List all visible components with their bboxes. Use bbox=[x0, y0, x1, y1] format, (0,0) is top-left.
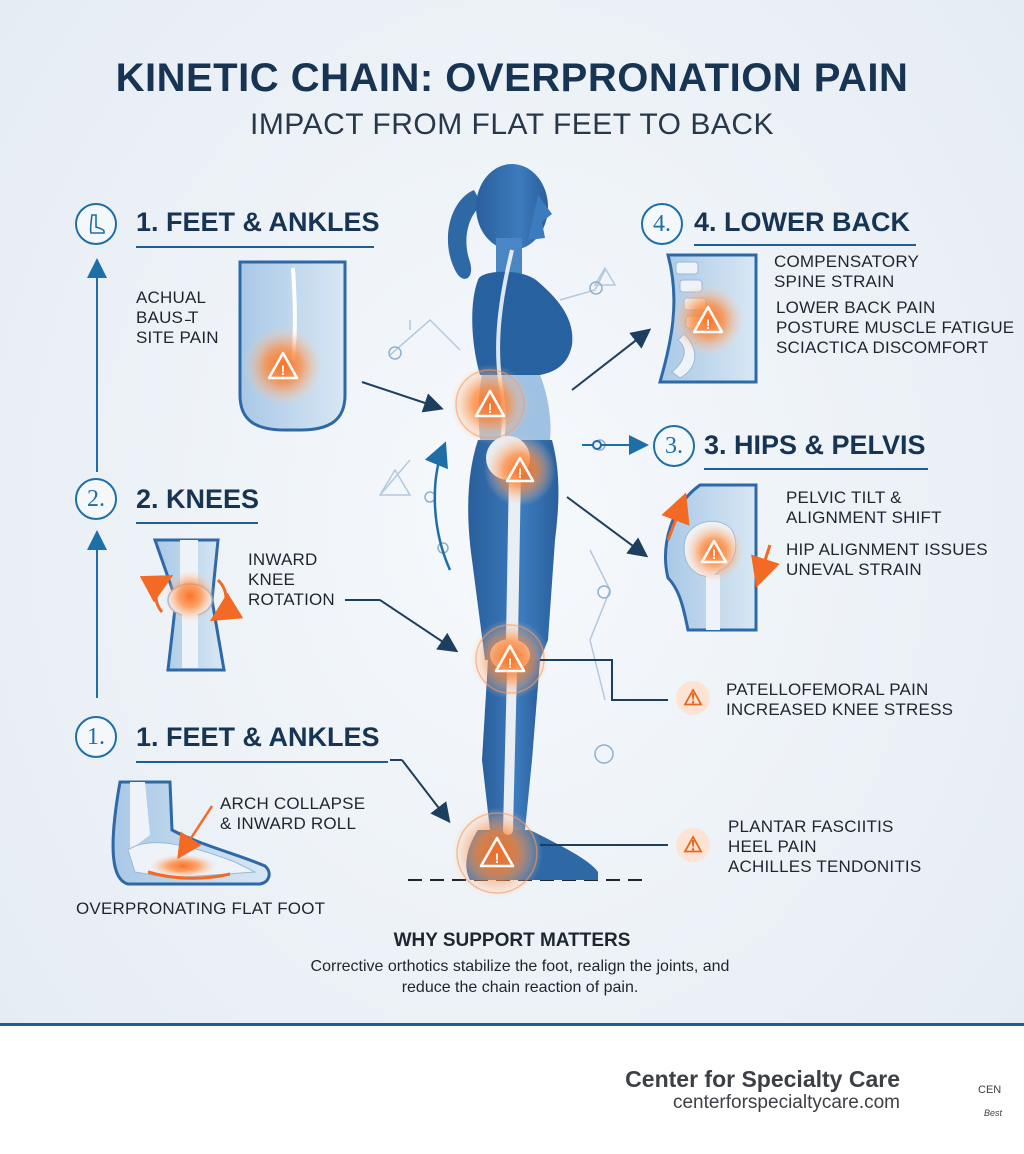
knee-illustration bbox=[139, 538, 244, 672]
flat-foot-illustration bbox=[111, 780, 271, 886]
step-badge-4: 4. bbox=[641, 203, 683, 245]
lower-back-symptoms: LOWER BACK PAIN POSTURE MUSCLE FATIGUE S… bbox=[776, 298, 1015, 357]
logo-text: CEN bbox=[978, 1084, 1002, 1096]
foot-icon bbox=[75, 203, 117, 245]
decor-lines bbox=[378, 266, 617, 701]
back-site-pain-text: ACHUAL BAUS ̵T SITE PAIN bbox=[136, 288, 219, 347]
section-title-feet-top: 1. FEET & ANKLES bbox=[136, 207, 380, 237]
page-title: KINETIC CHAIN: OVERPRONATION PAIN bbox=[115, 56, 909, 100]
section-title-knees: 2. KNEES bbox=[136, 484, 260, 514]
section-title-hips: 3. HIPS & PELVIS bbox=[704, 430, 926, 460]
human-figure bbox=[447, 164, 598, 880]
divider bbox=[136, 761, 388, 763]
svg-text:!: ! bbox=[488, 400, 493, 416]
footer-divider bbox=[0, 1023, 1024, 1026]
step-badge-2: 2. bbox=[75, 478, 117, 520]
page-subtitle: IMPACT FROM FLAT FEET TO BACK bbox=[249, 108, 775, 141]
step-badge-3: 3. bbox=[653, 425, 695, 467]
arch-collapse-text: ARCH COLLAPSE & INWARD ROLL bbox=[220, 794, 366, 833]
brand-url[interactable]: centerforspecialtycare.com bbox=[672, 1092, 900, 1113]
svg-text:!: ! bbox=[281, 362, 286, 378]
warning-icon: ⚠ bbox=[676, 828, 710, 862]
warning-icon: ⚠ bbox=[676, 681, 710, 715]
hip-illustration bbox=[661, 483, 780, 632]
warning-icons bbox=[267, 305, 728, 868]
divider bbox=[136, 246, 374, 248]
hip-symptoms: HIP ALIGNMENT ISSUES UNEVAL STRAIN bbox=[786, 540, 988, 579]
svg-text:!: ! bbox=[495, 850, 500, 866]
why-body: Corrective orthotics stabilize the foot,… bbox=[310, 958, 730, 996]
pelvic-tilt-text: PELVIC TILT & ALIGNMENT SHIFT bbox=[786, 488, 942, 527]
brand-name: Center for Specialty Care bbox=[625, 1066, 900, 1092]
logo-tagline: Best bbox=[984, 1108, 1003, 1118]
svg-text:!: ! bbox=[706, 316, 711, 332]
divider bbox=[704, 468, 928, 470]
footer bbox=[0, 1026, 1024, 1154]
flat-foot-caption: OVERPRONATING FLAT FOOT bbox=[76, 899, 326, 918]
knee-pain-text: PATELLOFEMORAL PAIN INCREASED KNEE STRES… bbox=[726, 680, 954, 719]
step-badge-1: 1. bbox=[75, 716, 117, 758]
pain-glows bbox=[450, 364, 556, 899]
section-title-lower-back: 4. LOWER BACK bbox=[694, 207, 910, 237]
svg-text:!: ! bbox=[508, 655, 513, 671]
why-title: WHY SUPPORT MATTERS bbox=[393, 930, 631, 951]
section-title-feet: 1. FEET & ANKLES bbox=[136, 722, 380, 752]
divider bbox=[694, 244, 916, 246]
spine-strain-text: COMPENSATORY SPINE STRAIN bbox=[774, 252, 920, 291]
knee-rotation-text: INWARD KNEE ROTATION bbox=[248, 550, 335, 609]
svg-text:!: ! bbox=[518, 465, 523, 481]
spine-illustration bbox=[658, 253, 758, 384]
divider bbox=[136, 522, 258, 524]
foot-pain-text: PLANTAR FASCIITIS HEEL PAIN ACHILLES TEN… bbox=[728, 817, 922, 876]
svg-text:!: ! bbox=[712, 546, 717, 562]
back-illustration bbox=[238, 260, 347, 432]
